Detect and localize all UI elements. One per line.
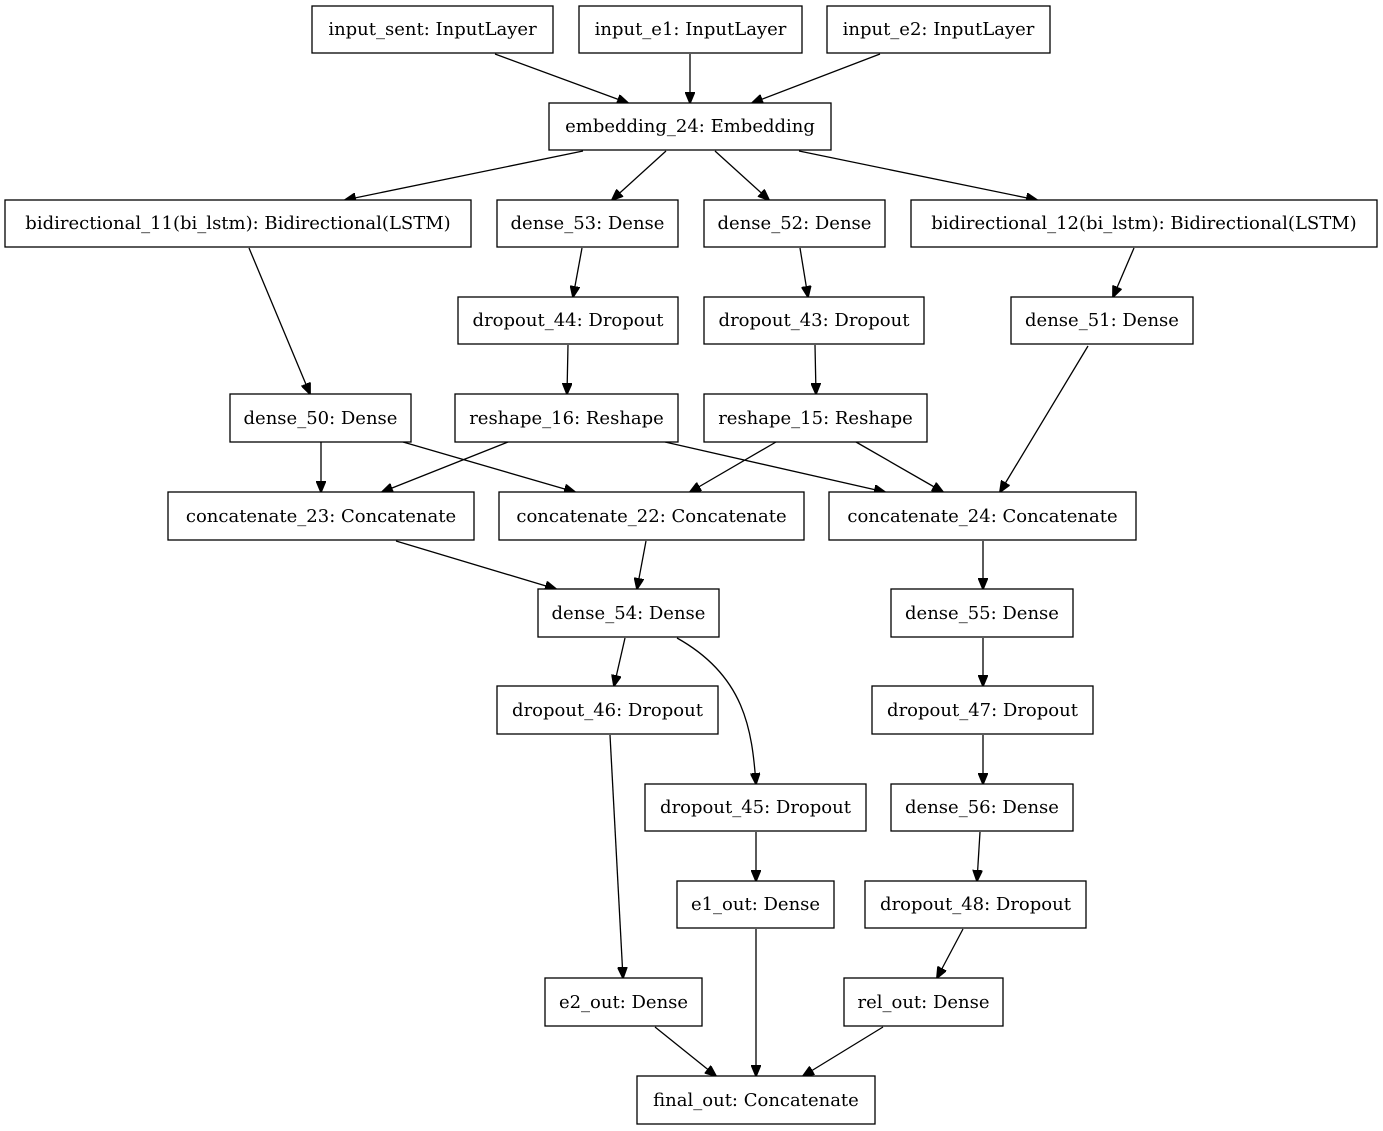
node-label-dense-52: dense_52: Dense [718,213,872,234]
node-label-dropout-43: dropout_43: Dropout [719,310,911,331]
node-dense-50: dense_50: Dense [229,393,412,443]
node-label-dense-55: dense_55: Dense [905,603,1059,624]
node-label-input-e2: input_e2: InputLayer [843,19,1035,40]
node-concatenate-23: concatenate_23: Concatenate [167,491,475,541]
node-concatenate-24: concatenate_24: Concatenate [828,491,1137,541]
node-label-e2-out: e2_out: Dense [559,992,688,1013]
node-label-concatenate-22: concatenate_22: Concatenate [516,506,786,527]
node-dense-56: dense_56: Dense [890,783,1074,832]
edge-embedding-24-to-dense-52 [714,150,769,200]
node-dense-55: dense_55: Dense [890,588,1074,638]
edge-dense-52-to-dropout-43 [799,247,808,297]
edge-dense-50-to-concatenate-22 [402,441,575,492]
edge-dropout-46-to-e2-out [609,734,623,978]
node-bidirectional-11: bidirectional_11(bi_lstm): Bidirectional… [4,199,472,248]
edge-reshape-15-to-concatenate-24 [855,441,943,492]
edge-dense-53-to-dropout-44 [573,247,583,297]
node-label-dropout-48: dropout_48: Dropout [880,894,1072,915]
node-label-bidirectional-11: bidirectional_11(bi_lstm): Bidirectional… [25,213,450,234]
node-label-dense-54: dense_54: Dense [552,603,706,624]
node-input-e2: input_e2: InputLayer [826,5,1051,54]
node-dropout-48: dropout_48: Dropout [864,880,1087,929]
node-label-dense-53: dense_53: Dense [511,213,665,234]
node-label-e1-out: e1_out: Dense [691,894,820,915]
edge-e2-out-to-final-out [654,1026,716,1076]
node-dropout-43: dropout_43: Dropout [703,296,925,345]
edge-dense-54-to-dropout-45 [676,637,756,784]
node-concatenate-22: concatenate_22: Concatenate [498,491,805,541]
node-label-dense-50: dense_50: Dense [244,408,398,429]
nodes-layer: input_sent: InputLayer input_e1: InputLa… [4,5,1378,1125]
edge-concatenate-22-to-dense-54 [637,540,647,589]
edge-bidirectional-12-to-dense-51 [1113,247,1135,297]
node-dense-53: dense_53: Dense [496,199,679,248]
node-bidirectional-12: bidirectional_12(bi_lstm): Bidirectional… [910,199,1378,248]
node-dropout-47: dropout_47: Dropout [871,685,1094,735]
edge-reshape-16-to-concatenate-23 [382,441,509,492]
edge-input-e2-to-embedding-24 [752,53,881,103]
edge-input-sent-to-embedding-24 [494,53,628,103]
node-label-input-sent: input_sent: InputLayer [328,19,537,40]
edge-dense-54-to-dropout-46 [614,637,626,686]
node-label-concatenate-23: concatenate_23: Concatenate [186,506,456,527]
edge-dense-51-to-concatenate-24 [1000,345,1089,492]
edges-layer [248,53,1135,1076]
edge-embedding-24-to-bidirectional-11 [345,150,584,200]
edge-bidirectional-11-to-dense-50 [248,247,310,394]
node-label-dropout-44: dropout_44: Dropout [473,310,665,331]
node-input-e1: input_e1: InputLayer [578,5,803,54]
edge-dense-56-to-dropout-48 [977,831,980,881]
edge-rel-out-to-final-out [803,1026,884,1076]
node-dropout-44: dropout_44: Dropout [457,296,679,345]
node-rel-out: rel_out: Dense [843,977,1004,1027]
node-input-sent: input_sent: InputLayer [311,5,554,54]
edge-reshape-15-to-concatenate-22 [690,441,777,492]
node-dropout-45: dropout_45: Dropout [644,783,867,832]
node-final-out: final_out: Concatenate [636,1075,876,1125]
node-embedding-24: embedding_24: Embedding [548,102,832,151]
node-reshape-15: reshape_15: Reshape [703,393,928,443]
edge-embedding-24-to-bidirectional-12 [798,150,1037,200]
node-dense-52: dense_52: Dense [703,199,886,248]
edge-dropout-43-to-reshape-15 [815,344,816,394]
node-label-input-e1: input_e1: InputLayer [595,19,787,40]
node-e1-out: e1_out: Dense [676,880,835,929]
node-dense-51: dense_51: Dense [1010,296,1194,345]
edge-reshape-16-to-concatenate-24 [664,441,885,492]
node-label-dropout-45: dropout_45: Dropout [660,797,852,818]
node-label-bidirectional-12: bidirectional_12(bi_lstm): Bidirectional… [931,213,1356,234]
node-label-dropout-46: dropout_46: Dropout [512,700,704,721]
edge-embedding-24-to-dense-53 [612,150,667,200]
node-label-concatenate-24: concatenate_24: Concatenate [847,506,1117,527]
node-reshape-16: reshape_16: Reshape [454,393,679,443]
node-label-reshape-16: reshape_16: Reshape [469,408,664,429]
node-label-dense-51: dense_51: Dense [1025,310,1179,331]
node-e2-out: e2_out: Dense [544,977,703,1027]
node-label-final-out: final_out: Concatenate [653,1090,859,1111]
node-dropout-46: dropout_46: Dropout [496,685,719,735]
edge-dropout-44-to-reshape-16 [567,344,568,394]
edge-concatenate-23-to-dense-54 [395,540,556,589]
node-label-reshape-15: reshape_15: Reshape [718,408,913,429]
node-label-dense-56: dense_56: Dense [905,797,1059,818]
node-label-dropout-47: dropout_47: Dropout [887,700,1079,721]
edge-dropout-48-to-rel-out [937,928,964,978]
node-label-rel-out: rel_out: Dense [857,992,989,1013]
node-dense-54: dense_54: Dense [537,588,720,638]
node-label-embedding-24: embedding_24: Embedding [565,116,815,137]
